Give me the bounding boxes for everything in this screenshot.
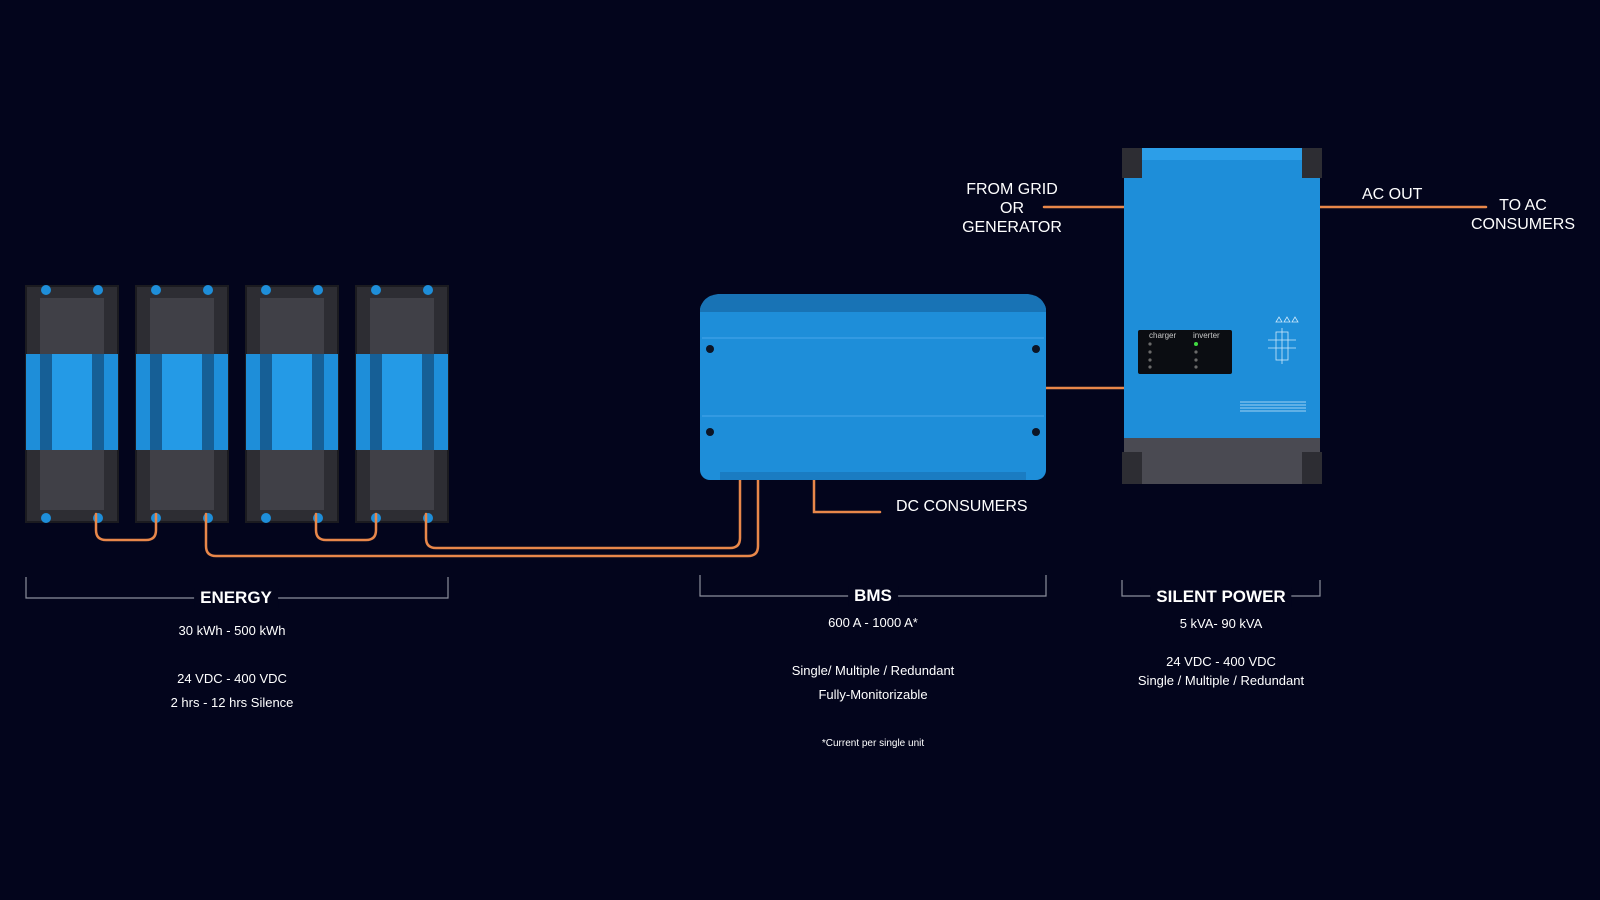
bms-title: BMS bbox=[848, 586, 898, 606]
grid-input-label: FROM GRID OR GENERATOR bbox=[950, 180, 1074, 237]
inverter-label: inverter bbox=[1193, 331, 1220, 340]
energy-spec-line: 2 hrs - 12 hrs Silence bbox=[170, 695, 294, 710]
silent-power-title: SILENT POWER bbox=[1150, 587, 1292, 607]
status-led bbox=[1148, 350, 1152, 354]
wiring-diagram-icon bbox=[1268, 316, 1299, 364]
energy-spec-line: 30 kWh - 500 kWh bbox=[178, 623, 286, 638]
silent-power-spec-line: 24 VDC - 400 VDC bbox=[1166, 654, 1276, 669]
status-led bbox=[1194, 358, 1198, 362]
battery-negative-cable bbox=[424, 478, 742, 550]
status-led bbox=[1148, 365, 1152, 369]
battery-jumper-cable bbox=[94, 512, 158, 542]
bms-spec-line: Single/ Multiple / Redundant bbox=[791, 663, 955, 678]
bms-footnote: *Current per single unit bbox=[821, 738, 925, 749]
status-led bbox=[1194, 350, 1198, 354]
status-led bbox=[1148, 342, 1152, 346]
status-led bbox=[1148, 358, 1152, 362]
battery-module bbox=[135, 285, 229, 523]
battery-positive-cable bbox=[204, 478, 760, 558]
charger-label: charger bbox=[1149, 331, 1176, 340]
status-led-active bbox=[1194, 342, 1198, 346]
battery-modules bbox=[25, 285, 449, 523]
battery-module bbox=[245, 285, 339, 523]
status-panel: charger inverter bbox=[1138, 330, 1232, 374]
label-text-block bbox=[1240, 401, 1306, 412]
bms-spec-line: Fully-Monitorizable bbox=[818, 687, 928, 702]
energy-title: ENERGY bbox=[194, 588, 278, 608]
battery-module bbox=[355, 285, 449, 523]
grid-input-label-line: FROM GRID bbox=[966, 181, 1058, 198]
grid-input-label-line: OR bbox=[1000, 200, 1024, 217]
inverter-unit: charger inverter bbox=[1122, 148, 1322, 484]
ac-consumers-label: TO AC CONSUMERS bbox=[1462, 196, 1584, 234]
dc-consumers-label: DC CONSUMERS bbox=[896, 498, 1028, 515]
silent-power-spec-line: 5 kVA- 90 kVA bbox=[1179, 616, 1263, 631]
energy-spec-line: 24 VDC - 400 VDC bbox=[177, 671, 287, 686]
silent-power-spec-line: Single / Multiple / Redundant bbox=[1137, 673, 1305, 688]
battery-module bbox=[25, 285, 119, 523]
ac-consumers-label-line: TO AC bbox=[1499, 197, 1547, 214]
bms-unit bbox=[700, 294, 1046, 480]
bms-spec-line: 600 A - 1000 A* bbox=[828, 615, 918, 630]
grid-input-label-line: GENERATOR bbox=[962, 219, 1062, 236]
ac-consumers-label-line: CONSUMERS bbox=[1470, 216, 1575, 233]
ac-out-label: AC OUT bbox=[1362, 186, 1423, 203]
battery-jumper-cable bbox=[314, 512, 378, 542]
dc-consumers-cable bbox=[812, 478, 882, 514]
status-led bbox=[1194, 365, 1198, 369]
